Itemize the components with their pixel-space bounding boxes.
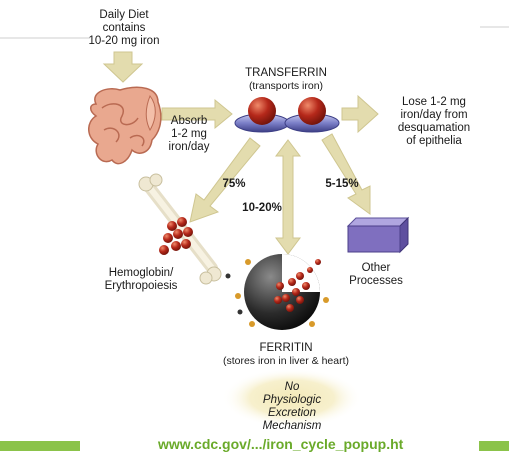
absorb-label: Absorb 1-2 mg iron/day xyxy=(168,115,210,153)
diet-label: Daily Diet contains 10-20 mg iron xyxy=(88,9,160,47)
lose-label: Lose 1-2 mg iron/day from desquamation o… xyxy=(397,96,471,147)
transferrin-icon xyxy=(234,97,340,133)
hemoglobin-label: Hemoglobin/ Erythropoiesis xyxy=(104,267,178,292)
arrow-diet-down xyxy=(102,51,144,83)
footer-bar-left xyxy=(0,441,80,451)
other-processes-box-icon xyxy=(346,216,410,254)
excretion-label: No Physiologic Excretion Mechanism xyxy=(262,381,322,432)
intestine-icon xyxy=(88,86,162,165)
arrow-to-other xyxy=(321,133,371,215)
transferrin-label: TRANSFERRIN (transports iron) xyxy=(245,67,327,92)
arrow-to-ferritin xyxy=(275,139,301,255)
excretion-glow xyxy=(222,368,362,428)
red-blood-cells-icon xyxy=(159,217,193,255)
bone-icon xyxy=(138,173,222,285)
source-link[interactable]: www.cdc.gov/.../iron_cycle_popup.ht xyxy=(158,436,404,452)
other-processes-label: Other Processes xyxy=(349,262,403,287)
pct-hemoglobin-label: 75% xyxy=(222,178,246,190)
arrow-to-hemoglobin xyxy=(189,137,261,223)
footer-bar-right xyxy=(479,441,509,451)
ferritin-icon xyxy=(225,254,329,330)
arrow-absorb xyxy=(161,98,233,130)
arrow-lose xyxy=(341,94,379,134)
pct-other-label: 5-15% xyxy=(325,178,359,190)
pct-ferritin-label: 10-20% xyxy=(242,202,282,214)
ferritin-label: FERRITIN (stores iron in liver & heart) xyxy=(222,342,350,367)
